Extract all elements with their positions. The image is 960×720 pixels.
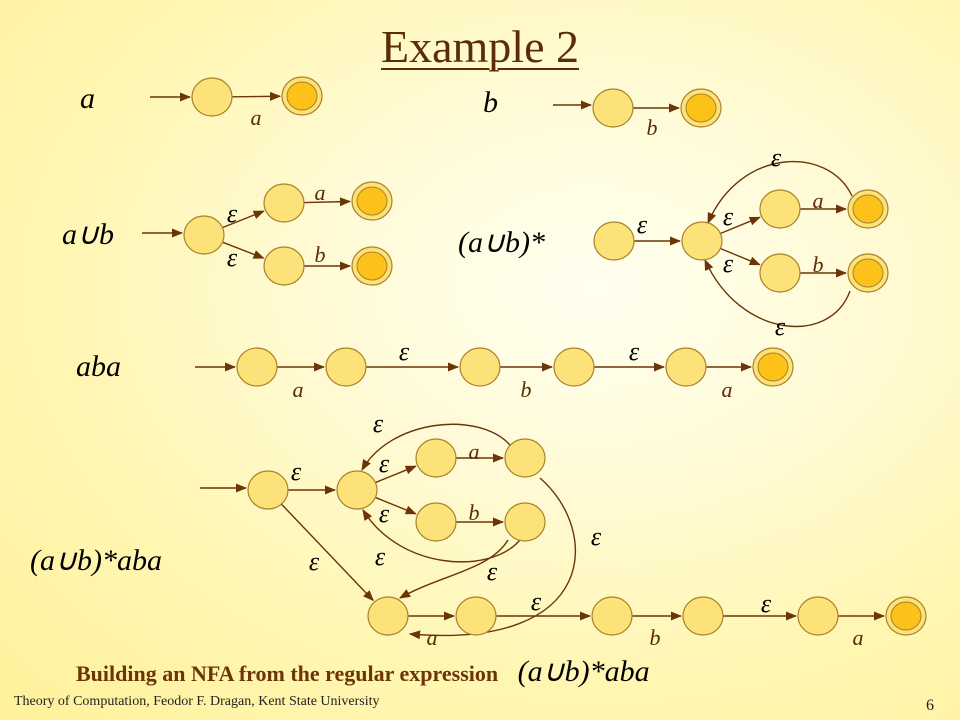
symbol-label-b: b: [315, 242, 326, 267]
symbol-label-b: b: [521, 377, 532, 402]
loop-transition-arrow: [361, 423, 511, 471]
state: [415, 502, 457, 542]
page-number: 6: [926, 697, 934, 714]
expression-b: b: [483, 86, 498, 119]
symbol-label-a: a: [293, 377, 304, 402]
state: [504, 438, 546, 478]
symbol-label-a: a: [251, 105, 262, 130]
epsilon-label: ε: [629, 337, 640, 366]
accept-state-inner-ring: [890, 601, 922, 631]
transition-edges: [142, 91, 886, 640]
accept-state-inner-ring: [757, 352, 789, 382]
symbol-label-b: b: [813, 252, 824, 277]
transition-arrow: [222, 241, 265, 259]
symbol-label-a: a: [853, 625, 864, 650]
footer-attribution: Theory of Computation, Feodor F. Dragan,…: [14, 694, 380, 709]
accept-state-inner-ring: [356, 186, 388, 216]
loop-transition-arrow: [704, 258, 851, 328]
transition-arrow: [375, 496, 417, 515]
transition-arrow: [375, 465, 417, 484]
accept-state-inner-ring: [852, 258, 884, 288]
epsilon-label: ε: [637, 210, 648, 239]
caption: Building an NFA from the regular express…: [76, 654, 650, 689]
loop-transition-arrow: [362, 509, 521, 563]
epsilon-label: ε: [723, 202, 734, 231]
accept-state-inner-ring: [852, 194, 884, 224]
state: [682, 596, 724, 636]
state: [592, 88, 634, 128]
epsilon-label: ε: [775, 312, 786, 341]
loop-transition-arrow: [399, 539, 509, 599]
state: [665, 347, 707, 387]
state: [591, 596, 633, 636]
epsilon-label: ε: [373, 409, 384, 438]
state: [504, 502, 546, 542]
state: [759, 253, 801, 293]
expression-a: a: [80, 82, 95, 115]
transition-arrow: [720, 247, 761, 266]
transition-arrow: [280, 503, 374, 602]
symbol-label-a: a: [315, 180, 326, 205]
epsilon-label: ε: [227, 199, 238, 228]
epsilon-label: ε: [379, 499, 390, 528]
slide-title: Example 2: [381, 21, 579, 72]
symbol-label-a: a: [722, 377, 733, 402]
epsilon-label: ε: [379, 449, 390, 478]
state: [553, 347, 595, 387]
state: [191, 77, 233, 117]
epsilon-label: ε: [723, 249, 734, 278]
state: [797, 596, 839, 636]
symbol-label-b: b: [469, 500, 480, 525]
epsilon-label: ε: [227, 243, 238, 272]
state: [681, 221, 723, 261]
nfa-states: [183, 76, 927, 636]
state: [367, 596, 409, 636]
state: [236, 347, 278, 387]
epsilon-label: ε: [309, 547, 320, 576]
state: [455, 596, 497, 636]
epsilon-label: ε: [375, 542, 386, 571]
expression-aba: aba: [76, 350, 121, 383]
state: [183, 215, 225, 255]
accept-state-inner-ring: [356, 251, 388, 281]
symbol-label-a: a: [813, 188, 824, 213]
transition-arrow: [720, 216, 761, 235]
state: [325, 347, 367, 387]
state: [247, 470, 289, 510]
epsilon-label: ε: [531, 587, 542, 616]
epsilon-label: ε: [487, 557, 498, 586]
transition-arrow: [303, 197, 352, 207]
state: [336, 470, 378, 510]
expression-union-star: (a∪b)*: [458, 226, 545, 259]
loop-transition-arrow: [707, 160, 853, 225]
accept-state-inner-ring: [685, 93, 717, 123]
transition-arrow: [231, 91, 282, 101]
expression-union: a∪b: [62, 218, 114, 251]
epsilon-label: ε: [291, 457, 302, 486]
symbol-label-a: a: [427, 625, 438, 650]
epsilon-label: ε: [591, 522, 602, 551]
epsilon-label: ε: [771, 143, 782, 172]
caption-text: Building an NFA from the regular express…: [76, 661, 499, 686]
state: [263, 183, 305, 223]
caption-expression: (a∪b)*aba: [517, 655, 650, 688]
state: [759, 189, 801, 229]
symbol-label-a: a: [469, 439, 480, 464]
symbol-label-b: b: [647, 115, 658, 140]
epsilon-label: ε: [399, 337, 410, 366]
state: [593, 221, 635, 261]
expression-full: (a∪b)*aba: [30, 544, 162, 577]
state: [415, 438, 457, 478]
state: [263, 246, 305, 286]
state: [459, 347, 501, 387]
epsilon-label: ε: [761, 589, 772, 618]
symbol-label-b: b: [650, 625, 661, 650]
accept-state-inner-ring: [286, 81, 318, 111]
transition-arrow: [222, 210, 265, 229]
